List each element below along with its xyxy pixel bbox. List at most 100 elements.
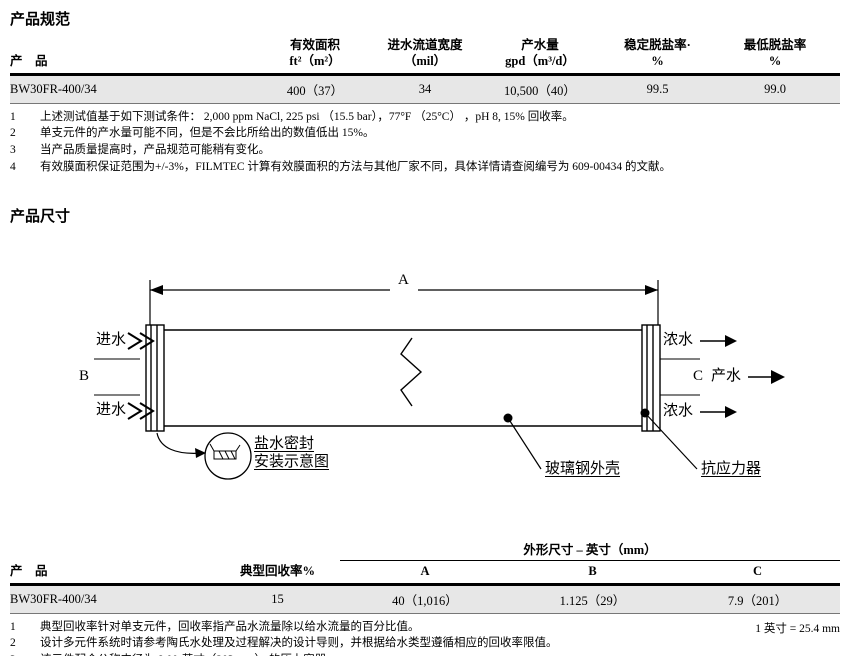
permeate-arrowhead bbox=[771, 370, 785, 385]
dim-row-recovery: 15 bbox=[271, 591, 284, 606]
element-body bbox=[145, 324, 661, 432]
concentrate-bottom-arrowhead bbox=[725, 406, 737, 419]
permeate-label: 产水 bbox=[711, 368, 742, 385]
footnote-number: 1 bbox=[10, 620, 16, 633]
dim-a-arrow-right bbox=[645, 285, 658, 296]
footnote-number: 3 bbox=[10, 652, 40, 656]
spec-col-stable-rejection-line1: 稳定脱盐率· bbox=[624, 38, 691, 52]
footnote-text: 典型回收率针对单支元件，回收率指产品水流量除以给水流量的百分比值。 bbox=[40, 620, 420, 633]
dim-group-spacer bbox=[10, 540, 340, 561]
spec-col-stable-rejection-line2: % bbox=[651, 54, 664, 69]
spec-footnote-2: 2 单支元件的产水量可能不同，但是不会比所给出的数值低出 15%。 bbox=[10, 125, 840, 142]
spec-col-area-line2: ft²（m²） bbox=[289, 54, 341, 69]
dimension-b-lines bbox=[94, 358, 140, 396]
spec-col-stable-rejection: 稳定脱盐率· % bbox=[605, 35, 710, 74]
spec-col-area: 有效面积 ft²（m²） bbox=[255, 35, 375, 74]
dim-header-row: 产 品 典型回收率% A B C bbox=[10, 561, 841, 585]
dim-a-label: A bbox=[398, 272, 409, 289]
spec-table: 产 品 有效面积 ft²（m²） 进水流道宽度 （mil） 产水量 gpd（m³… bbox=[10, 35, 840, 104]
unit-note: 1 英寸 = 25.4 mm bbox=[755, 622, 840, 635]
footnote-number: 1 bbox=[10, 110, 16, 123]
spec-col-flow-line1: 产水量 bbox=[521, 38, 559, 52]
footnote-text: 当产品质量提高时，产品规范可能稍有变化。 bbox=[40, 143, 270, 156]
footnote-number: 2 bbox=[10, 637, 16, 650]
dim-row-b: 1.125（29） bbox=[559, 593, 626, 608]
anti-stress-label: 抗应力器 bbox=[701, 461, 762, 478]
dim-row-a: 40（1,016） bbox=[392, 593, 458, 608]
spec-col-min-rejection-line1: 最低脱盐率 bbox=[743, 38, 807, 52]
outlet-arrows bbox=[700, 340, 773, 413]
footnote-text: 有效膜面积保证范围为+/-3%，FILMTEC 计算有效膜面积的方法与其他厂家不… bbox=[40, 160, 671, 173]
fiberglass-shell-label: 玻璃钢外壳 bbox=[545, 461, 621, 478]
spec-row-min-rejection: 99.0 bbox=[764, 81, 786, 96]
footnote-number: 2 bbox=[10, 127, 16, 140]
element-drawing bbox=[94, 280, 785, 480]
dim-product-header: 产 品 bbox=[10, 564, 48, 579]
brine-seal-label-line1: 盐水密封 bbox=[254, 436, 315, 453]
dim-table-row: BW30FR-400/34 15 40（1,016） 1.125（29） 7.9… bbox=[10, 584, 841, 614]
break-symbol bbox=[400, 337, 423, 407]
dimension-a-lines bbox=[149, 280, 659, 326]
dim-footnotes: 1 英寸 = 25.4 mm 1 典型回收率针对单支元件，回收率指产品水流量除以… bbox=[10, 619, 840, 656]
spec-col-min-rejection: 最低脱盐率 % bbox=[710, 35, 840, 74]
footnote-text: 设计多元件系统时请参考陶氏水处理及过程解决的设计导则，并根据给水类型遵循相应的回… bbox=[40, 637, 558, 650]
feed-arrows bbox=[127, 332, 155, 421]
spec-col-area-line1: 有效面积 bbox=[289, 38, 340, 52]
dim-col-a: A bbox=[420, 564, 430, 579]
spec-section-title: 产品规范 bbox=[10, 12, 71, 28]
spec-col-flow-line2: gpd（m³/d） bbox=[505, 54, 575, 69]
dim-footnote-1: 1 典型回收率针对单支元件，回收率指产品水流量除以给水流量的百分比值。 bbox=[10, 619, 840, 636]
dim-c-label: C bbox=[693, 368, 704, 385]
feed-top-label: 进水 bbox=[96, 332, 127, 349]
spec-row-flow: 10,500（40） bbox=[504, 83, 576, 98]
dim-footnote-2: 2 设计多元件系统时请参考陶氏水处理及过程解决的设计导则，并根据给水类型遵循相应… bbox=[10, 635, 840, 652]
spec-table-row: BW30FR-400/34 400（37） 34 10,500（40） 99.5… bbox=[10, 74, 840, 103]
right-endcap bbox=[641, 324, 661, 432]
spec-footnotes: 1 上述测试值基于如下测试条件： 2,000 ppm NaCl, 225 psi… bbox=[10, 109, 840, 176]
spec-col-spacer-line2: （mil） bbox=[403, 54, 447, 69]
dim-recovery-header: 典型回收率% bbox=[239, 564, 315, 579]
feed-bottom-label: 进水 bbox=[96, 402, 127, 419]
brine-seal-sketch bbox=[209, 443, 241, 460]
dim-row-product: BW30FR-400/34 bbox=[10, 591, 97, 606]
left-endcap bbox=[145, 324, 165, 432]
dim-col-b: B bbox=[588, 564, 597, 579]
spec-product-header: 产 品 bbox=[10, 54, 48, 69]
spec-col-min-rejection-line2: % bbox=[768, 54, 782, 69]
dimension-c-lines bbox=[660, 358, 700, 396]
dim-group-row: 外形尺寸 – 英寸（mm） bbox=[10, 540, 841, 562]
dimensions-table: 外形尺寸 – 英寸（mm） 产 品 典型回收率% A B C BW30FR-40… bbox=[10, 540, 841, 614]
dim-row-c: 7.9（201） bbox=[727, 593, 788, 608]
footnote-number: 4 bbox=[10, 160, 16, 173]
spec-row-spacer-width: 34 bbox=[418, 81, 432, 96]
brine-seal-leader-arrowhead bbox=[195, 448, 206, 459]
spec-header-row: 产 品 有效面积 ft²（m²） 进水流道宽度 （mil） 产水量 gpd（m³… bbox=[10, 35, 840, 74]
brine-seal-detail-circle bbox=[204, 432, 252, 480]
spec-col-spacer-line1: 进水流道宽度 bbox=[387, 38, 463, 52]
spec-col-spacer-width: 进水流道宽度 （mil） bbox=[375, 35, 475, 74]
spec-footnote-4: 4 有效膜面积保证范围为+/-3%，FILMTEC 计算有效膜面积的方法与其他厂… bbox=[10, 159, 840, 176]
spec-row-area: 400（37） bbox=[286, 83, 344, 98]
dim-b-label: B bbox=[79, 368, 90, 385]
spec-footnote-3: 3 当产品质量提高时，产品规范可能稍有变化。 bbox=[10, 142, 840, 159]
spec-row-product: BW30FR-400/34 bbox=[10, 81, 97, 96]
dim-footnote-3: 3 该元件配合公称内径为 8.00-英寸（203 mm） 的压力容器。 bbox=[10, 652, 840, 656]
footnote-number: 3 bbox=[10, 143, 16, 156]
dim-col-c: C bbox=[752, 564, 763, 579]
dim-a-arrow-left bbox=[150, 285, 163, 296]
spec-row-stable-rejection: 99.5 bbox=[646, 81, 669, 96]
concentrate-bottom-label: 浓水 bbox=[663, 403, 694, 420]
footnote-text: 该元件配合公称内径为 8.00-英寸（203 mm） 的压力容器。 bbox=[40, 652, 338, 656]
footnote-text: 单支元件的产水量可能不同，但是不会比所给出的数值低出 15%。 bbox=[40, 127, 375, 140]
dim-group-header: 外形尺寸 – 英寸（mm） bbox=[340, 540, 841, 562]
spec-footnote-1: 1 上述测试值基于如下测试条件： 2,000 ppm NaCl, 225 psi… bbox=[10, 109, 840, 126]
spec-col-flow: 产水量 gpd（m³/d） bbox=[475, 35, 605, 74]
dim-section-title: 产品尺寸 bbox=[10, 209, 71, 226]
footnote-text: 上述测试值基于如下测试条件： 2,000 ppm NaCl, 225 psi （… bbox=[40, 110, 574, 123]
shell-leader bbox=[507, 417, 542, 470]
concentrate-top-arrowhead bbox=[725, 335, 737, 348]
concentrate-top-label: 浓水 bbox=[663, 332, 694, 349]
membrane-element-diagram: A 进水 进水 B 浓水 C 产水 浓水 盐水密封 安装示意图 玻璃钢外壳 抗应… bbox=[0, 240, 850, 540]
brine-seal-label-line2: 安装示意图 bbox=[254, 454, 330, 471]
